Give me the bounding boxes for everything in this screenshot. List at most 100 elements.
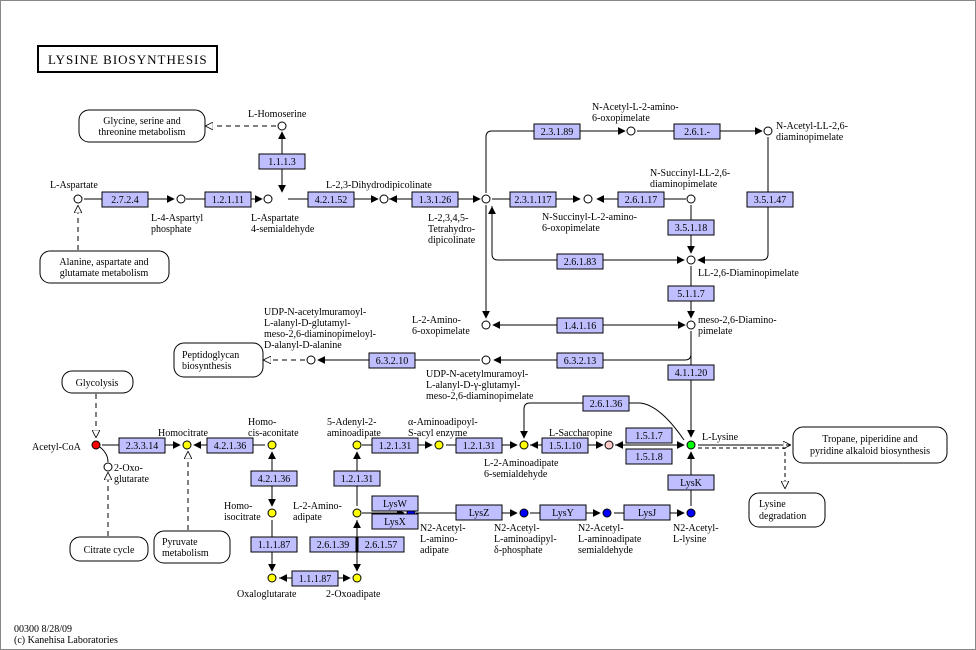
label-n-acetyl-amino-oxopimelate: 6-oxopimelate bbox=[592, 113, 650, 124]
label-n-succinyl-amino-oxopimelate: 6-oxopimelate bbox=[542, 223, 600, 234]
enzyme-box[interactable]: 5.1.1.7 bbox=[667, 285, 715, 302]
enzyme-box[interactable]: 4.2.1.52 bbox=[307, 191, 355, 208]
compound-aspartyl-phosphate[interactable] bbox=[176, 194, 186, 204]
compound-n-succinyl-amino-oxopimelate[interactable] bbox=[583, 194, 593, 204]
map-label: Glycolysis bbox=[76, 378, 119, 389]
enzyme-box[interactable]: 6.3.2.13 bbox=[556, 352, 604, 369]
enzyme-label: 2.6.1.83 bbox=[564, 257, 597, 268]
enzyme-box[interactable]: 1.1.1.3 bbox=[258, 153, 306, 170]
footer-copyright: (c) Kanehisa Laboratories bbox=[14, 635, 118, 646]
enzyme-box[interactable]: 4.2.1.36 bbox=[206, 437, 254, 454]
label-oxoglutarate: glutarate bbox=[114, 474, 150, 485]
label-saccharopine: L-Saccharopine bbox=[549, 428, 613, 439]
enzyme-box[interactable]: LysK bbox=[667, 474, 715, 491]
enzyme-box[interactable]: LysX bbox=[371, 513, 419, 530]
compound-homoisocitrate[interactable] bbox=[267, 508, 277, 518]
label-udp-meso: L-alanyl-D-glutamyl- bbox=[264, 318, 351, 329]
compound-n2-acetyl-phosphate[interactable] bbox=[519, 508, 529, 518]
enzyme-box[interactable]: 3.5.1.18 bbox=[667, 219, 715, 236]
compound-acetyl-coa[interactable] bbox=[91, 440, 101, 450]
compound-oxaloglutarate[interactable] bbox=[267, 573, 277, 583]
enzyme-box[interactable]: LysZ bbox=[455, 504, 503, 521]
enzyme-box[interactable]: 2.3.1.117 bbox=[509, 191, 557, 208]
compound-dihydrodipicolinate[interactable] bbox=[379, 194, 389, 204]
enzyme-box[interactable]: 4.2.1.36 bbox=[250, 470, 298, 487]
compound-n2-acetyl-semialdehyde[interactable] bbox=[602, 508, 612, 518]
map-alanine[interactable]: Alanine, aspartate and glutamate metabol… bbox=[39, 250, 170, 284]
map-glycolysis[interactable]: Glycolysis bbox=[61, 370, 134, 394]
compound-aspartate[interactable] bbox=[73, 194, 83, 204]
enzyme-box[interactable]: 2.3.1.89 bbox=[533, 123, 581, 140]
map-glycine[interactable]: Glycine, serine and threonine metabolism bbox=[78, 109, 206, 143]
enzyme-box[interactable]: 1.2.1.31 bbox=[333, 470, 381, 487]
label-n2-acetyl-lysine: N2-Acetyl- bbox=[673, 523, 719, 534]
enzyme-label: 1.1.1.87 bbox=[258, 540, 291, 551]
compound-oxoglutarate[interactable] bbox=[103, 462, 113, 472]
enzyme-box[interactable]: 2.6.1.- bbox=[673, 123, 721, 140]
compound-saccharopine[interactable] bbox=[604, 440, 614, 450]
enzyme-box[interactable]: 4.1.1.20 bbox=[667, 364, 715, 381]
label-oxaloglutarate: Oxaloglutarate bbox=[237, 589, 297, 600]
enzyme-box[interactable]: 2.6.1.36 bbox=[582, 395, 630, 412]
enzyme-box[interactable]: 2.6.1.57 bbox=[357, 536, 405, 553]
label-aminoadipoyl-enzyme: S-acyl enzyme bbox=[408, 428, 468, 439]
compound-aminoadipoyl-enzyme[interactable] bbox=[434, 440, 444, 450]
enzyme-box[interactable]: LysW bbox=[371, 495, 419, 512]
enzyme-box[interactable]: 2.3.3.14 bbox=[118, 437, 166, 454]
enzyme-box[interactable]: 3.5.1.47 bbox=[746, 191, 794, 208]
compound-adenylyl-aminoadipate[interactable] bbox=[352, 440, 362, 450]
compound-lysine[interactable] bbox=[686, 440, 696, 450]
compound-aminoadipate[interactable] bbox=[352, 508, 362, 518]
enzyme-box[interactable]: 1.5.1.10 bbox=[541, 437, 589, 454]
compound-ll-diaminopimelate[interactable] bbox=[686, 255, 696, 265]
map-label: metabolism bbox=[162, 548, 209, 559]
enzyme-box[interactable]: 2.6.1.17 bbox=[617, 191, 665, 208]
enzyme-box[interactable]: 1.2.1.11 bbox=[204, 191, 252, 208]
maps: Glycine, serine and threonine metabolism… bbox=[39, 109, 948, 564]
enzyme-box[interactable]: 2.6.1.83 bbox=[556, 253, 604, 270]
enzyme-box[interactable]: 1.1.1.87 bbox=[291, 570, 339, 587]
label-udp-ala: UDP-N-acetylmuramoyl- bbox=[426, 369, 528, 380]
enzyme-box[interactable]: 1.5.1.7 bbox=[625, 427, 673, 444]
enzyme-box[interactable]: 1.4.1.16 bbox=[556, 317, 604, 334]
map-peptidoglycan[interactable]: Peptidoglycan biosynthesis bbox=[173, 342, 264, 378]
compound-n-acetyl-ll-diaminopimelate[interactable] bbox=[763, 126, 773, 136]
compound-aspartate-semialdehyde[interactable] bbox=[263, 194, 273, 204]
compound-n-acetyl-amino-oxopimelate[interactable] bbox=[626, 126, 636, 136]
map-label: Alanine, aspartate and bbox=[59, 257, 148, 268]
compound-n2-acetyl-lysine[interactable] bbox=[686, 508, 696, 518]
enzyme-box[interactable]: 2.7.2.4 bbox=[101, 191, 149, 208]
enzyme-box[interactable]: 1.2.1.31 bbox=[371, 437, 419, 454]
enzyme-box[interactable]: 6.3.2.10 bbox=[368, 352, 416, 369]
compound-oxoadipate[interactable] bbox=[352, 573, 362, 583]
enzyme-label: LysZ bbox=[469, 508, 490, 519]
enzyme-box[interactable]: 1.1.1.87 bbox=[250, 536, 298, 553]
label-aspartate-semialdehyde: L-Aspartate bbox=[251, 213, 299, 224]
label-adenylyl-aminoadipate: 5-Adenyl-2- bbox=[327, 417, 376, 428]
enzyme-box[interactable]: 1.5.1.8 bbox=[625, 448, 673, 465]
enzyme-box[interactable]: LysJ bbox=[623, 504, 671, 521]
enzyme-box[interactable]: 1.3.1.26 bbox=[411, 191, 459, 208]
compound-homoaconitate[interactable] bbox=[267, 440, 277, 450]
map-citrate[interactable]: Citrate cycle bbox=[69, 536, 149, 562]
label-n2-acetyl-semialdehyde: L-aminoadipate bbox=[578, 534, 642, 545]
enzyme-box[interactable]: 1.2.1.31 bbox=[455, 437, 503, 454]
compound-tetrahydrodipicolinate[interactable] bbox=[481, 194, 491, 204]
map-pyruvate[interactable]: Pyruvate metabolism bbox=[153, 530, 231, 564]
compound-homocitrate[interactable] bbox=[182, 440, 192, 450]
enzyme-label: 2.3.1.89 bbox=[541, 127, 574, 138]
map-lysine-degradation[interactable]: Lysine degradation bbox=[748, 492, 826, 528]
enzyme-box[interactable]: 2.6.1.39 bbox=[309, 536, 357, 553]
compound-meso-diaminopimelate[interactable] bbox=[686, 320, 696, 330]
enzyme-label: LysJ bbox=[638, 508, 656, 519]
enzyme-box[interactable]: LysY bbox=[539, 504, 587, 521]
compound-udp-meso[interactable] bbox=[306, 355, 316, 365]
compound-udp-ala[interactable] bbox=[481, 355, 491, 365]
compound-aminoadipate-semialdehyde[interactable] bbox=[519, 440, 529, 450]
compound-amino-oxopimelate[interactable] bbox=[481, 320, 491, 330]
map-tropane[interactable]: Tropane, piperidine and pyridine alkaloi… bbox=[792, 426, 948, 464]
enzyme-label: 1.1.1.3 bbox=[268, 157, 296, 168]
label-tetrahydrodipicolinate: Tetrahydro- bbox=[428, 224, 475, 235]
compound-homoserine[interactable] bbox=[277, 121, 287, 131]
compound-n-succinyl-ll-diaminopimelate[interactable] bbox=[686, 194, 696, 204]
